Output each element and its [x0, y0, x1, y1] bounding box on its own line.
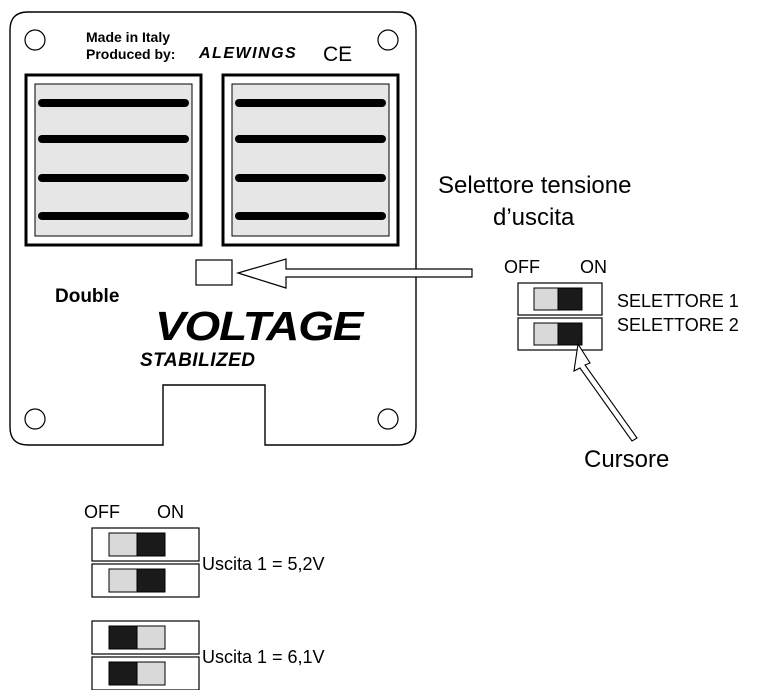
- config2-switch1-right: [136, 625, 166, 650]
- logo-stabilized: STABILIZED: [140, 350, 256, 371]
- callout-switch2-right: [557, 322, 583, 346]
- config1-switch2-left: [108, 568, 138, 593]
- heatsink-left: [24, 73, 203, 247]
- config2-switch2-right: [136, 661, 166, 686]
- settings-on-label: ON: [157, 502, 184, 522]
- cursor-label: Cursore: [584, 446, 670, 473]
- cursor-arrow: [573, 342, 638, 442]
- selector1-label: SELETTORE 1: [617, 291, 739, 311]
- config2-dip-switch: [91, 620, 200, 690]
- selector2-label: SELETTORE 2: [617, 315, 739, 335]
- made-in-label: Made in Italy: [86, 29, 171, 45]
- mounting-hole-top-left: [24, 29, 46, 51]
- config1-switch1-right: [136, 532, 166, 557]
- mounting-hole-bottom-left: [24, 408, 46, 430]
- config2-label: Uscita 1 = 6,1V: [202, 647, 325, 667]
- config1-switch1-left: [108, 532, 138, 557]
- callout-off-label: OFF: [504, 257, 540, 277]
- config1-dip-switch: [91, 527, 200, 598]
- config2-switch1-left: [108, 625, 138, 650]
- selector-title-line1: Selettore tensione: [438, 172, 632, 199]
- selector-location-box: [195, 259, 233, 286]
- callout-dip-switch: [517, 282, 603, 351]
- config1-label: Uscita 1 = 5,2V: [202, 554, 325, 574]
- config1-switch2-right: [136, 568, 166, 593]
- callout-switch1-right: [557, 287, 583, 311]
- logo-voltage: VOLTAGE: [155, 303, 363, 349]
- selector-title-line2: d’uscita: [493, 204, 575, 231]
- produced-by-label: Produced by:: [86, 46, 176, 62]
- callout-switch1-left: [533, 287, 559, 311]
- logo-double: Double: [55, 286, 120, 307]
- ce-mark: CE: [323, 43, 353, 66]
- heatsink-right: [221, 73, 400, 247]
- pointer-arrow: [235, 258, 473, 289]
- brand-logo: ALEWINGS: [199, 45, 298, 62]
- callout-on-label: ON: [580, 257, 607, 277]
- config2-switch2-left: [108, 661, 138, 686]
- mounting-hole-top-right: [377, 29, 399, 51]
- settings-off-label: OFF: [84, 502, 120, 522]
- mounting-hole-bottom-right: [377, 408, 399, 430]
- callout-switch2-left: [533, 322, 559, 346]
